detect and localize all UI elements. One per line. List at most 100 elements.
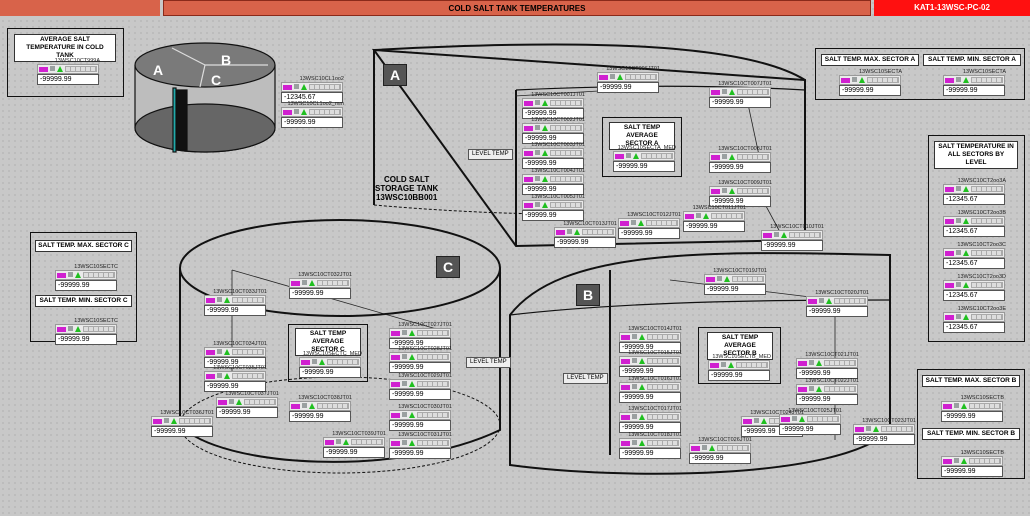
faceplate-icon[interactable]: [792, 416, 797, 421]
faceplate-icon[interactable]: [632, 334, 637, 339]
faceplate-icon[interactable]: [632, 440, 637, 445]
temp-widget-c32[interactable]: 13WSC10CT032JT01-99999.99: [288, 272, 352, 300]
faceplate-icon[interactable]: [809, 386, 814, 391]
faceplate-icon[interactable]: [696, 213, 701, 218]
faceplate-icon[interactable]: [956, 186, 961, 191]
faceplate-icon[interactable]: [402, 330, 407, 335]
trend-icon[interactable]: [206, 298, 215, 303]
trend-icon[interactable]: [691, 446, 700, 451]
faceplate-icon[interactable]: [956, 314, 961, 319]
trend-icon[interactable]: [556, 230, 565, 235]
trend-icon[interactable]: [206, 374, 215, 379]
faceplate-icon[interactable]: [336, 439, 341, 444]
temp-widget-lv_e[interactable]: 13WSC10CT2oo3E-12345.67: [942, 306, 1006, 334]
level-temp-button-a[interactable]: LEVEL TEMP: [468, 149, 513, 160]
trend-icon[interactable]: [524, 203, 533, 208]
faceplate-icon[interactable]: [722, 154, 727, 159]
faceplate-icon[interactable]: [567, 229, 572, 234]
faceplate-icon[interactable]: [535, 125, 540, 130]
faceplate-icon[interactable]: [302, 403, 307, 408]
temp-widget-max_a[interactable]: 13WSC10SECTA-99999.99: [838, 69, 902, 97]
trend-icon[interactable]: [391, 382, 400, 387]
temp-widget-c27[interactable]: 13WSC10CT027JT01-99999.99: [388, 322, 452, 350]
trend-icon[interactable]: [621, 359, 630, 364]
faceplate-icon[interactable]: [535, 100, 540, 105]
trend-icon[interactable]: [943, 404, 952, 409]
trend-icon[interactable]: [524, 126, 533, 131]
faceplate-icon[interactable]: [402, 412, 407, 417]
temp-widget-b23[interactable]: 13WSC10CT023JT01-99999.99: [852, 418, 916, 446]
temp-widget-b26[interactable]: 13WSC10CT026JT01-99999.99: [688, 437, 752, 465]
trend-icon[interactable]: [855, 427, 864, 432]
trend-icon[interactable]: [524, 151, 533, 156]
faceplate-icon[interactable]: [217, 297, 222, 302]
trend-icon[interactable]: [391, 441, 400, 446]
faceplate-icon[interactable]: [535, 202, 540, 207]
faceplate-icon[interactable]: [402, 354, 407, 359]
trend-icon[interactable]: [291, 281, 300, 286]
temp-widget-b16[interactable]: 13WSC10CT016JT01-99999.99: [618, 376, 682, 404]
trend-icon[interactable]: [283, 110, 292, 115]
trend-icon[interactable]: [391, 355, 400, 360]
trend-icon[interactable]: [599, 75, 608, 80]
trend-icon[interactable]: [621, 441, 630, 446]
trend-icon[interactable]: [943, 459, 952, 464]
trend-icon[interactable]: [808, 299, 817, 304]
trend-icon[interactable]: [945, 283, 954, 288]
faceplate-icon[interactable]: [229, 399, 234, 404]
temp-widget-b14[interactable]: 13WSC10CT014JT01-99999.99: [618, 326, 682, 354]
temp-widget-min_a[interactable]: 13WSC10SECTA-99999.99: [942, 69, 1006, 97]
trend-icon[interactable]: [945, 187, 954, 192]
temp-widget-c31[interactable]: 13WSC10CT031JT01-99999.99: [388, 432, 452, 460]
trend-icon[interactable]: [621, 385, 630, 390]
temp-widget-c34[interactable]: 13WSC10CT034JT01-99999.99: [203, 341, 267, 369]
trend-icon[interactable]: [710, 363, 719, 368]
trend-icon[interactable]: [325, 440, 334, 445]
faceplate-icon[interactable]: [632, 358, 637, 363]
faceplate-icon[interactable]: [294, 109, 299, 114]
temp-widget-lvl1[interactable]: 13WSC10CL1oo2-12345.67: [280, 76, 344, 104]
temp-widget-b20[interactable]: 13WSC10CT020JT01-99999.99: [805, 290, 869, 318]
temp-widget-c35[interactable]: 13WSC10CT035JT01-99999.99: [203, 365, 267, 393]
temp-widget-avg_cold[interactable]: 13WSC10CT999A-99999.99: [36, 58, 100, 86]
faceplate-icon[interactable]: [722, 188, 727, 193]
temp-widget-min_b[interactable]: 13WSC10SECTB-99999.99: [940, 450, 1004, 478]
temp-widget-a03[interactable]: 13WSC10CT003JT01-99999.99: [521, 142, 585, 170]
temp-widget-a01[interactable]: 13WSC10CT001JT01-99999.99: [521, 92, 585, 120]
trend-icon[interactable]: [621, 415, 630, 420]
faceplate-icon[interactable]: [535, 150, 540, 155]
trend-icon[interactable]: [620, 221, 629, 226]
temp-widget-a13[interactable]: 13WSC10CT013JT01-99999.99: [553, 221, 617, 249]
temp-widget-lv_d[interactable]: 13WSC10CT2oo3D-12345.67: [942, 274, 1006, 302]
trend-icon[interactable]: [685, 214, 694, 219]
trend-icon[interactable]: [206, 350, 215, 355]
trend-icon[interactable]: [57, 327, 66, 332]
trend-icon[interactable]: [743, 419, 752, 424]
faceplate-icon[interactable]: [721, 362, 726, 367]
faceplate-icon[interactable]: [535, 176, 540, 181]
faceplate-icon[interactable]: [702, 445, 707, 450]
faceplate-icon[interactable]: [956, 77, 961, 82]
temp-widget-c30[interactable]: 13WSC10CT030JT01-99999.99: [388, 404, 452, 432]
trend-icon[interactable]: [945, 219, 954, 224]
trend-icon[interactable]: [391, 413, 400, 418]
faceplate-icon[interactable]: [610, 74, 615, 79]
faceplate-icon[interactable]: [302, 280, 307, 285]
faceplate-icon[interactable]: [722, 89, 727, 94]
temp-widget-lv_c[interactable]: 13WSC10CT2oo3C-12345.67: [942, 242, 1006, 270]
faceplate-icon[interactable]: [631, 220, 636, 225]
faceplate-icon[interactable]: [819, 298, 824, 303]
trend-icon[interactable]: [798, 387, 807, 392]
faceplate-icon[interactable]: [774, 232, 779, 237]
trend-icon[interactable]: [57, 273, 66, 278]
temp-widget-b18[interactable]: 13WSC10CT018JT01-99999.99: [618, 432, 682, 460]
faceplate-icon[interactable]: [866, 426, 871, 431]
faceplate-icon[interactable]: [956, 250, 961, 255]
temp-widget-b21[interactable]: 13WSC10CT021JT01-99999.99: [795, 352, 859, 380]
trend-icon[interactable]: [615, 154, 624, 159]
faceplate-icon[interactable]: [68, 272, 73, 277]
faceplate-icon[interactable]: [852, 77, 857, 82]
temp-widget-a05[interactable]: 13WSC10CT005JT01-99999.99: [521, 194, 585, 222]
trend-icon[interactable]: [153, 419, 162, 424]
faceplate-icon[interactable]: [956, 282, 961, 287]
